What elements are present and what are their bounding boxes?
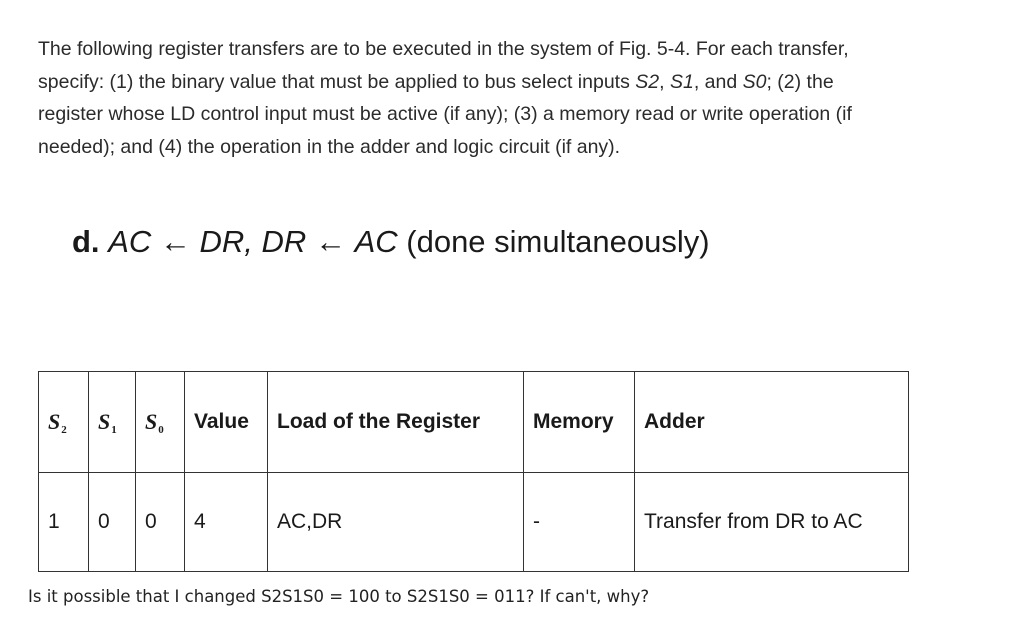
select-s1-label: S1	[669, 70, 694, 93]
header-value: Value	[184, 371, 268, 473]
problem-line-2-end: ; (2) the	[766, 70, 834, 93]
cell-s1: 0	[88, 472, 136, 572]
answer-table: S2 S1 S0 Value Load of the Register Memo…	[38, 371, 909, 572]
header-s1: S1	[88, 371, 136, 473]
problem-line-1: The following register transfers are to …	[38, 38, 849, 60]
header-s0-sub: 0	[158, 423, 164, 436]
register-ac: AC	[108, 224, 152, 259]
header-s1-letter: S	[98, 408, 111, 434]
cell-load: AC,DR	[267, 472, 524, 572]
table-row: 1 0 0 4 AC,DR - Transfer from DR to AC	[38, 472, 909, 572]
register-ac: AC	[354, 224, 398, 259]
part-note: (done simultaneously)	[406, 224, 710, 259]
follow-up-question: Is it possible that I changed S2S1S0 = 1…	[28, 587, 650, 606]
header-s2-sub: 2	[61, 423, 67, 436]
header-s2: S2	[38, 371, 89, 473]
select-s2-label: S2	[635, 70, 660, 93]
header-adder: Adder	[634, 371, 909, 473]
part-d-title: d. AC ← DR, DR ← AC (done simultaneously…	[72, 224, 710, 260]
cell-s0: 0	[135, 472, 185, 572]
left-arrow-icon: ←	[159, 224, 191, 259]
register-dr: DR	[261, 224, 307, 259]
part-label: d.	[72, 224, 100, 259]
left-arrow-icon: ←	[314, 224, 346, 259]
header-s0-letter: S	[145, 408, 158, 434]
problem-separator: , and	[693, 70, 743, 93]
select-s0-label: S0	[742, 70, 767, 93]
header-s1-sub: 1	[111, 423, 117, 436]
problem-statement: The following register transfers are to …	[38, 33, 938, 163]
cell-memory: -	[523, 472, 635, 572]
header-s0: S0	[135, 371, 185, 473]
header-memory: Memory	[523, 371, 635, 473]
problem-line-2-text: specify: (1) the binary value that must …	[38, 70, 636, 93]
problem-line-3: register whose LD control input must be …	[38, 103, 852, 125]
problem-separator: ,	[659, 70, 670, 93]
cell-s2: 1	[38, 472, 89, 572]
problem-line-2: specify: (1) the binary value that must …	[38, 66, 938, 99]
header-load: Load of the Register	[267, 371, 524, 473]
cell-value: 4	[184, 472, 268, 572]
header-s2-letter: S	[48, 408, 61, 434]
cell-adder: Transfer from DR to AC	[634, 472, 909, 572]
problem-line-4: needed); and (4) the operation in the ad…	[38, 135, 621, 158]
table-header-row: S2 S1 S0 Value Load of the Register Memo…	[38, 371, 909, 473]
register-dr: DR,	[199, 224, 253, 259]
